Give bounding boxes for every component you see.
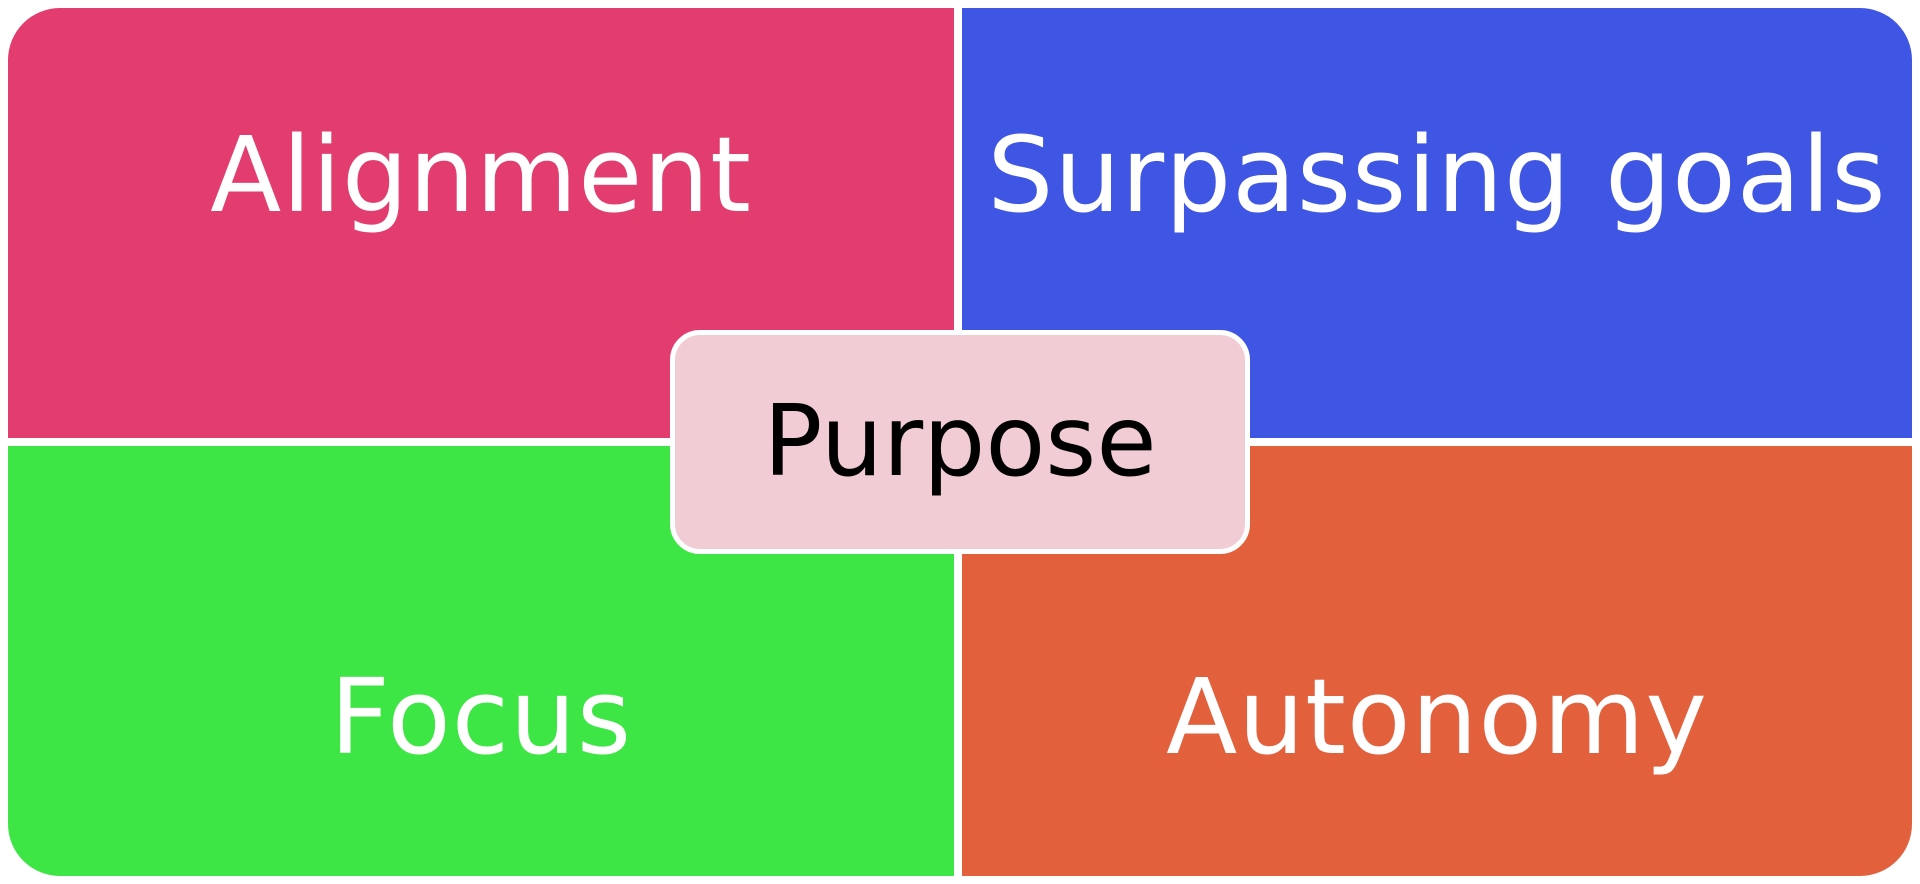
quadrant-autonomy-label: Autonomy xyxy=(1166,656,1708,778)
quadrant-alignment-label: Alignment xyxy=(210,114,752,236)
quadrant-alignment: Alignment xyxy=(8,8,954,438)
quadrant-focus: Focus xyxy=(8,446,954,876)
center-purpose-box: Purpose xyxy=(670,330,1250,554)
quadrant-focus-label: Focus xyxy=(329,656,633,778)
center-purpose-label: Purpose xyxy=(763,385,1157,499)
quadrant-surpassing-goals-label: Surpassing goals xyxy=(987,114,1887,236)
